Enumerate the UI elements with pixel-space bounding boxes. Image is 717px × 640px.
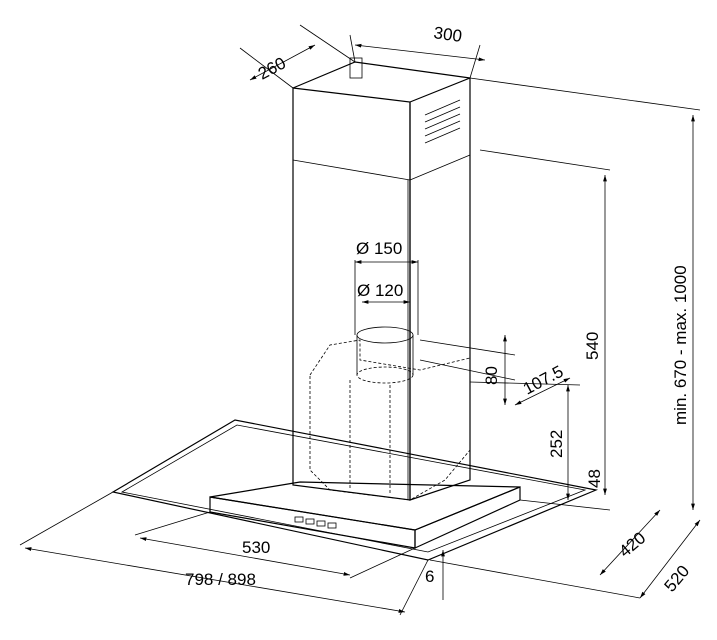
label-outlet-offset: 107.5 [520, 362, 566, 399]
motor-housing [309, 326, 471, 501]
label-chimney-lower-height: 540 [583, 332, 602, 360]
label-chimney-width: 300 [432, 23, 463, 46]
label-glass-depth: 520 [661, 562, 694, 596]
label-total-height: min. 670 - max. 1000 [671, 265, 690, 425]
label-motor-height: 252 [547, 430, 566, 458]
label-body-width: 530 [242, 538, 270, 557]
label-glass-thickness: 6 [425, 567, 434, 586]
label-duct-outer: Ø 150 [356, 239, 402, 258]
label-hood-depth: 420 [615, 528, 649, 561]
chimney [292, 57, 471, 501]
label-outlet-height: 80 [482, 366, 501, 385]
glass-canopy [111, 419, 599, 561]
dimension-lines [19, 24, 701, 616]
label-duct-inner: Ø 120 [357, 281, 403, 300]
label-chimney-depth: 260 [255, 53, 289, 83]
control-buttons [294, 516, 337, 529]
label-glass-width: 798 / 898 [185, 570, 256, 589]
label-body-height: 48 [585, 469, 604, 488]
vent-grille-icon [424, 99, 461, 144]
